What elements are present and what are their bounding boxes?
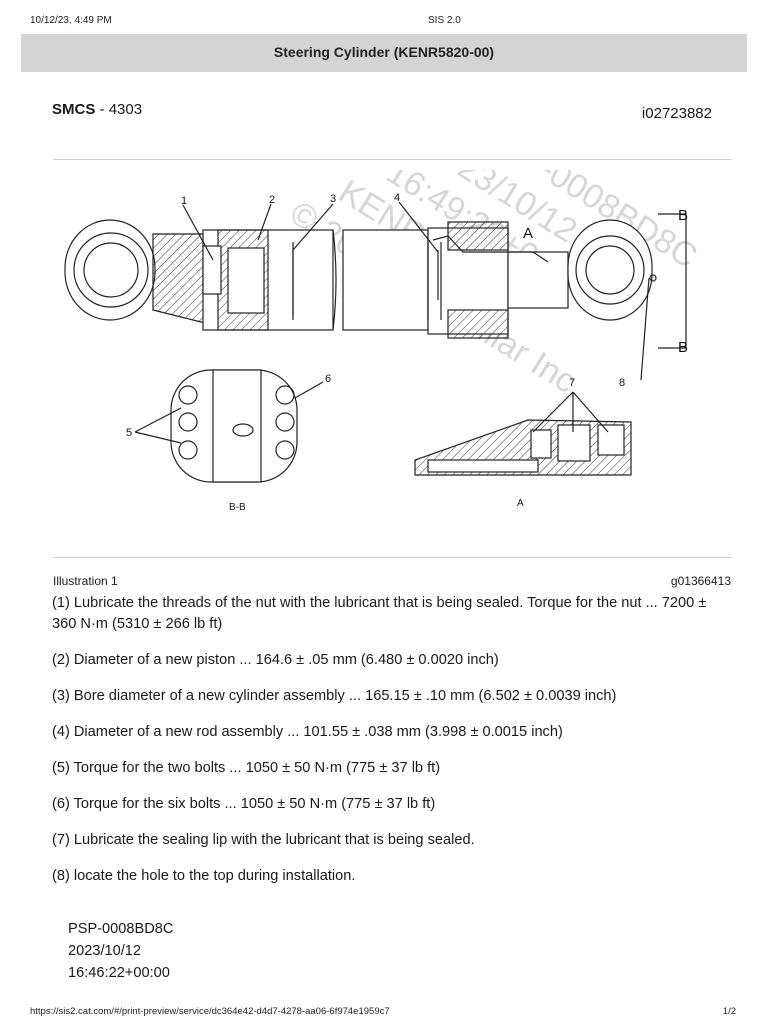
note-1: (1) Lubricate the threads of the nut wit… (52, 595, 707, 632)
view-label-b-b: B-B (229, 502, 246, 513)
note-4: (4) Diameter of a new rod assembly ... 1… (52, 724, 563, 740)
page-number: 1/2 (722, 1006, 736, 1017)
callout-3: 3 (330, 193, 336, 205)
callout-notes: (1) Lubricate the threads of the nut wit… (52, 593, 722, 902)
smcs-line: SMCS - 4303 (52, 101, 142, 118)
document-id: i02723882 (641, 105, 712, 122)
divider-top (53, 159, 732, 160)
note-7: (7) Lubricate the sealing lip with the l… (52, 832, 475, 848)
view-label-a: A (517, 498, 524, 509)
callout-6: 6 (325, 373, 331, 385)
smcs-code: 4303 (108, 101, 143, 118)
callout-4: 4 (394, 192, 400, 204)
section-mark-b-bottom: B (678, 339, 688, 356)
callout-1: 1 (181, 195, 187, 207)
note-5: (5) Torque for the two bolts ... 1050 ± … (52, 760, 441, 776)
title-bar: Steering Cylinder (KENR5820-00) (21, 34, 747, 72)
callout-8: 8 (619, 377, 625, 389)
callout-7: 7 (569, 377, 575, 389)
smcs-separator: - (95, 101, 109, 118)
stamp-id: PSP-0008BD8C (68, 921, 174, 937)
footer-url: https://sis2.cat.com/#/print-preview/ser… (30, 1006, 390, 1017)
note-2: (2) Diameter of a new piston ... 164.6 ±… (52, 652, 499, 668)
note-6: (6) Torque for the six bolts ... 1050 ± … (52, 796, 436, 812)
print-datetime: 10/12/23, 4:49 PM (30, 15, 112, 26)
stamp-time: 16:46:22+00:00 (68, 965, 170, 981)
callout-2: 2 (269, 194, 275, 206)
illustration-caption: Illustration 1 (53, 574, 118, 588)
smcs-label: SMCS (52, 101, 96, 118)
print-stamp: PSP-0008BD8C 2023/10/12 16:46:22+00:00 (68, 918, 173, 984)
callout-5: 5 (126, 427, 132, 439)
note-8: (8) locate the hole to the top during in… (52, 868, 356, 884)
section-mark-a: A (523, 225, 533, 242)
stamp-date: 2023/10/12 (68, 943, 142, 959)
note-3: (3) Bore diameter of a new cylinder asse… (52, 688, 617, 704)
section-mark-b-top: B (678, 207, 688, 224)
app-name: SIS 2.0 (428, 15, 461, 26)
page-title: Steering Cylinder (KENR5820-00) (273, 44, 495, 60)
steering-cylinder-illustration: PSP-0008BD8C 2023/10/12 16:49:22+00:00 K… (64, 170, 704, 513)
divider-bottom (53, 557, 732, 558)
graphic-id: g01366413 (670, 574, 731, 588)
